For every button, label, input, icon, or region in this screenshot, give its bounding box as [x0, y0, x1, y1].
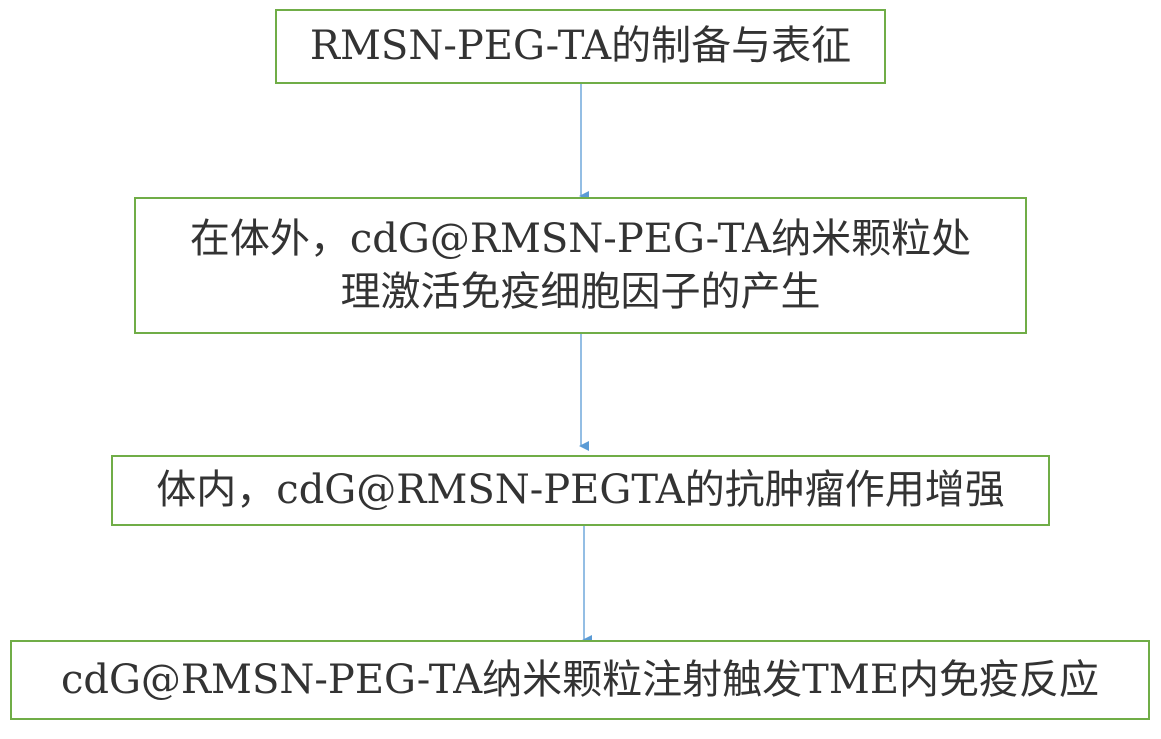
step-label-preparation: RMSN-PEG-TA的制备与表征: [309, 23, 852, 70]
step-box-in-vivo: 体内，cdG@RMSN-PEGTA的抗肿瘤作用增强: [111, 455, 1050, 526]
step-box-in-vitro: 在体外，cdG@RMSN-PEG-TA纳米颗粒处 理激活免疫细胞因子的产生: [134, 197, 1027, 334]
step-label-in-vivo: 体内，cdG@RMSN-PEGTA的抗肿瘤作用增强: [156, 467, 1005, 514]
step-label-in-vitro: 在体外，cdG@RMSN-PEG-TA纳米颗粒处 理激活免疫细胞因子的产生: [189, 215, 972, 315]
step-box-preparation: RMSN-PEG-TA的制备与表征: [275, 9, 886, 84]
step-label-tme-response: cdG@RMSN-PEG-TA纳米颗粒注射触发TME内免疫反应: [60, 656, 1100, 703]
step-box-tme-response: cdG@RMSN-PEG-TA纳米颗粒注射触发TME内免疫反应: [10, 640, 1150, 720]
